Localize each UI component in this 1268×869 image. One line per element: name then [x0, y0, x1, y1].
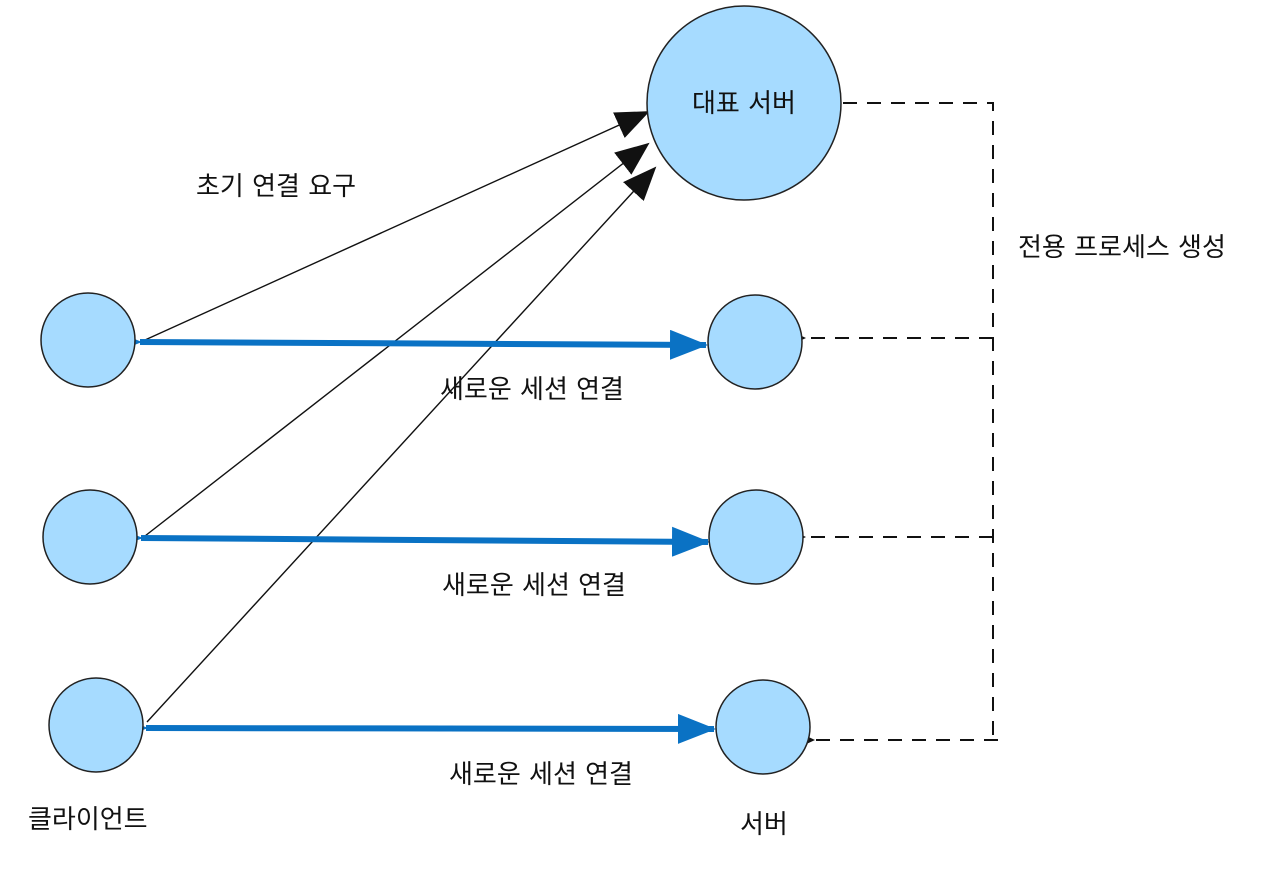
server-node-2 — [708, 489, 804, 585]
spawn-dashed-trunk — [843, 102, 998, 741]
session-arrow-1 — [103, 326, 708, 360]
request-arrow-3 — [146, 166, 657, 723]
server-column-label: 서버 — [740, 810, 788, 840]
main-server-node — [646, 5, 842, 201]
session-arrow-3 — [109, 712, 716, 744]
client-node-1 — [40, 292, 136, 388]
initial-request-label: 초기 연결 요구 — [196, 172, 356, 202]
main-server-label: 대표 서버 — [692, 89, 796, 119]
client-column-label: 클라이언트 — [28, 805, 148, 835]
server-node-3 — [715, 679, 811, 775]
client-node-2 — [42, 489, 138, 585]
client-node-3 — [48, 677, 144, 773]
session-label-2: 새로운 세션 연결 — [442, 571, 626, 601]
session-label-3: 새로운 세션 연결 — [449, 760, 633, 790]
session-label-1: 새로운 세션 연결 — [440, 375, 624, 405]
session-arrow-2 — [104, 522, 710, 557]
request-arrow-1 — [144, 111, 650, 341]
server-node-1 — [707, 294, 803, 390]
dedicated-process-label: 전용 프로세스 생성 — [1018, 233, 1226, 263]
